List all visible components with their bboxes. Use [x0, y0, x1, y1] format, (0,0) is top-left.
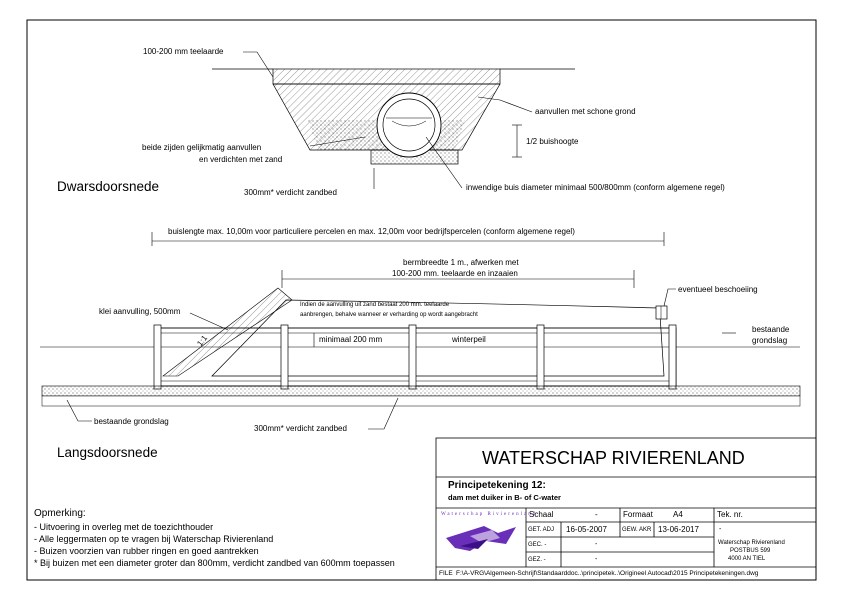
format-value: A4 — [673, 510, 683, 519]
label-pipe-diameter: inwendige buis diameter minimaal 500/800… — [466, 183, 725, 192]
revetment — [655, 305, 668, 320]
label-existing-soil-right-2: grondslag — [752, 336, 788, 345]
address-line: POSTBUS 599 — [730, 548, 771, 554]
existing-ground — [41, 395, 801, 407]
drawn-date: 16-05-2007 — [566, 525, 607, 534]
clay-layer — [162, 287, 293, 377]
logo-icon — [446, 526, 516, 551]
pipe-joint — [153, 324, 162, 390]
drawing-subtitle: dam met duiker in B- of C-water — [448, 493, 561, 502]
pipe-joint — [280, 324, 289, 390]
label-sand-note-1: Indien de aanvulling uit zand bestaat 20… — [300, 302, 450, 308]
drawn-label: GET. ADJ — [528, 527, 555, 533]
label-sand-bed-cross: 300mm* verdicht zandbed — [244, 188, 337, 197]
approved-value: - — [595, 556, 598, 563]
checked-label: GEC. - — [528, 542, 547, 548]
label-both-sides-2: en verdichten met zand — [199, 155, 283, 164]
label-refill-clean: aanvullen met schone grond — [535, 107, 636, 116]
file-path: F:\A-VRG\Algemeen-Schrijf\Standaarddoc..… — [456, 570, 759, 577]
label-berm-2: 100-200 mm. teelaarde en inzaaien — [392, 269, 518, 278]
remark-item: * Bij buizen met een diameter groter dan… — [34, 558, 395, 568]
topsoil-layer — [272, 68, 501, 85]
label-topsoil: 100-200 mm teelaarde — [143, 47, 224, 56]
format-label: Formaat — [623, 510, 653, 519]
label-existing-soil-right-1: bestaande — [752, 325, 790, 334]
remark-item: - Alle leggermaten op te vragen bij Wate… — [34, 534, 274, 544]
pipe-joint — [536, 324, 545, 390]
checked-value: - — [595, 541, 598, 548]
label-winter-level: winterpeil — [452, 335, 486, 344]
label-sand-bed-long: 300mm* verdicht zandbed — [254, 424, 347, 433]
pipe-joint — [668, 324, 677, 390]
sand-bed-long — [41, 385, 801, 397]
modified-label: GEW. AKR — [622, 527, 652, 533]
modified-date: 13-06-2017 — [658, 525, 699, 534]
label-clay: klei aanvulling, 500mm — [99, 307, 181, 316]
cross-section-drawing — [212, 51, 575, 189]
remark-item: - Buizen voorzien van rubber ringen en g… — [34, 546, 259, 556]
drawing-title: Principetekening 12: — [448, 480, 546, 491]
embankment — [211, 299, 665, 377]
file-label: FILE — [439, 570, 453, 577]
label-berm-1: bermbreedte 1 m., afwerken met — [403, 258, 519, 267]
scale-label: Schaal — [529, 510, 554, 519]
org-name: WATERSCHAP RIVIERENLAND — [482, 448, 745, 468]
title-block-frame — [435, 437, 817, 581]
label-existing-soil-left: bestaande grondslag — [94, 417, 169, 426]
pipe-joint — [408, 324, 417, 390]
pipe-inner — [382, 98, 436, 152]
approved-label: GEZ. - — [528, 557, 546, 563]
remark-item: - Uitvoering in overleg met de toezichth… — [34, 522, 214, 532]
label-both-sides-1: beide zijden gelijkmatig aanvullen — [142, 143, 262, 152]
cross-section-title: Dwarsdoorsnede — [57, 179, 160, 194]
logo-text: Waterschap Rivierenland — [441, 512, 538, 517]
label-pipe-length: buislengte max. 10,00m voor particuliere… — [168, 227, 575, 236]
drawing-no-label: Tek. nr. — [717, 510, 743, 519]
scale-value: - — [595, 510, 598, 519]
label-sand-note-2: aanbrengen, behalve wanneer er verhardin… — [300, 312, 478, 318]
sheet-border — [26, 19, 817, 581]
remarks-heading: Opmerking: — [34, 508, 86, 519]
address-line: Waterschap Rivierenland — [718, 540, 785, 546]
label-revetment: eventueel beschoeiing — [678, 285, 758, 294]
label-half-pipe: 1/2 buishoogte — [526, 137, 579, 146]
long-section-title: Langsdoorsnede — [57, 445, 158, 460]
drawing-no-value: - — [719, 526, 722, 533]
label-min-cover: minimaal 200 mm — [319, 335, 383, 344]
address-line: 4000 AN TIEL — [728, 556, 766, 562]
long-section-drawing — [40, 232, 801, 430]
